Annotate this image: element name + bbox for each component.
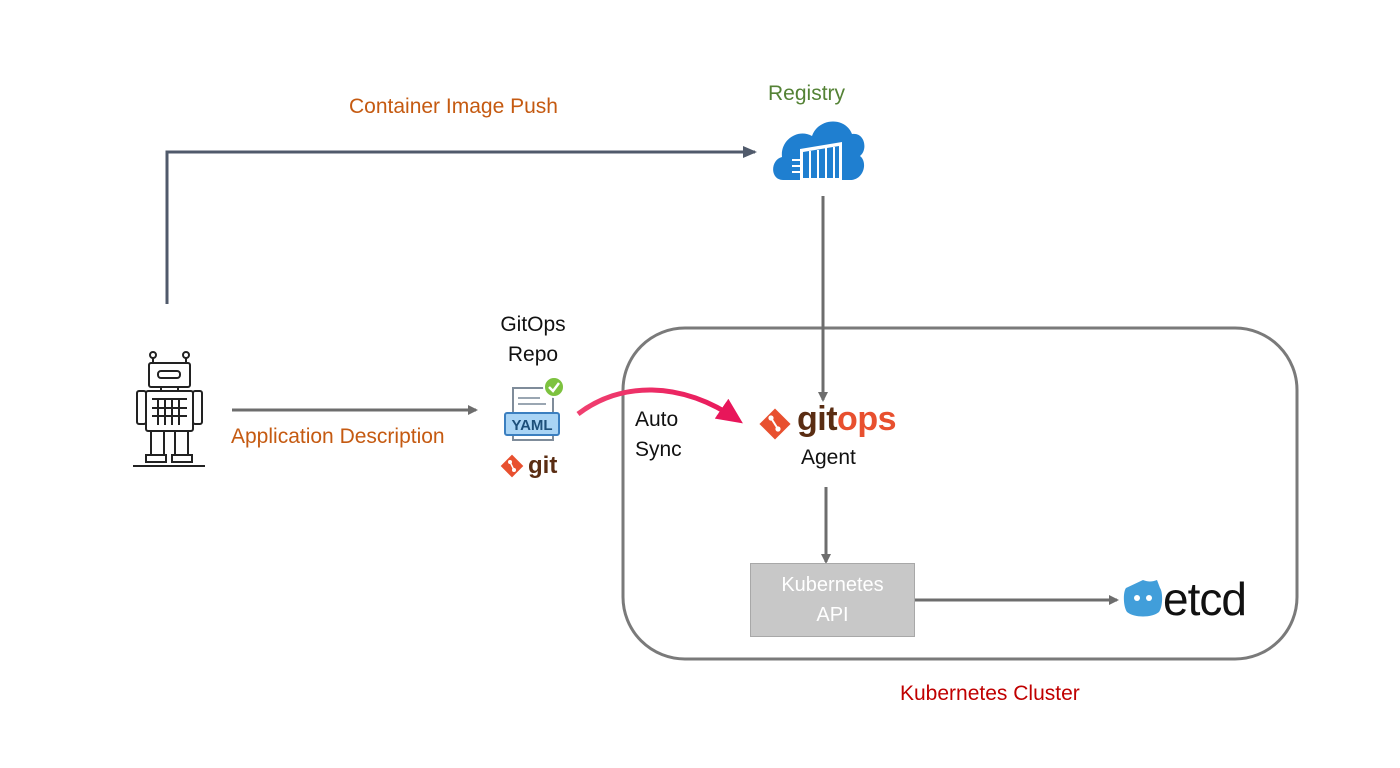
gitops-logo-suffix: ops [837,400,896,438]
checkmark-icon [543,376,565,398]
registry-label: Registry [768,82,846,105]
auto-sync-arrow [576,387,743,424]
gitops-logo-icon [759,408,791,440]
auto-sync-label: Auto Sync [635,405,682,465]
auto-label: Auto [635,408,679,431]
etcd-logo-text: etcd [1163,573,1247,625]
etcd-logo-icon [1123,580,1163,617]
yaml-label: YAML [511,417,552,434]
gitops-repo-line2: Repo [507,343,559,366]
kubernetes-api-line2: API [816,604,849,626]
container-image-push-label: Container Image Push [349,95,558,118]
kubernetes-api-box: Kubernetes API [750,563,915,637]
kubernetes-api-line1: Kubernetes [781,574,884,596]
gitops-repo-title: GitOps Repo [488,310,578,370]
git-logo-icon [500,454,524,478]
application-description-label: Application Description [231,425,445,448]
kubernetes-cluster-boundary [621,326,1299,661]
gitops-repo-line1: GitOps [500,313,566,336]
gitops-logo-prefix: git [797,400,838,438]
cloud-registry-icon [773,121,865,180]
robot-icon [133,351,205,467]
agent-label: Agent [801,446,856,469]
container-image-push-arrow [165,146,757,304]
yaml-file-icon: YAML [504,387,560,441]
gitops-logo-text: gitops [797,400,896,439]
sync-label: Sync [635,438,682,461]
git-logo-text: git [528,452,558,479]
kubernetes-cluster-label: Kubernetes Cluster [900,682,1080,705]
